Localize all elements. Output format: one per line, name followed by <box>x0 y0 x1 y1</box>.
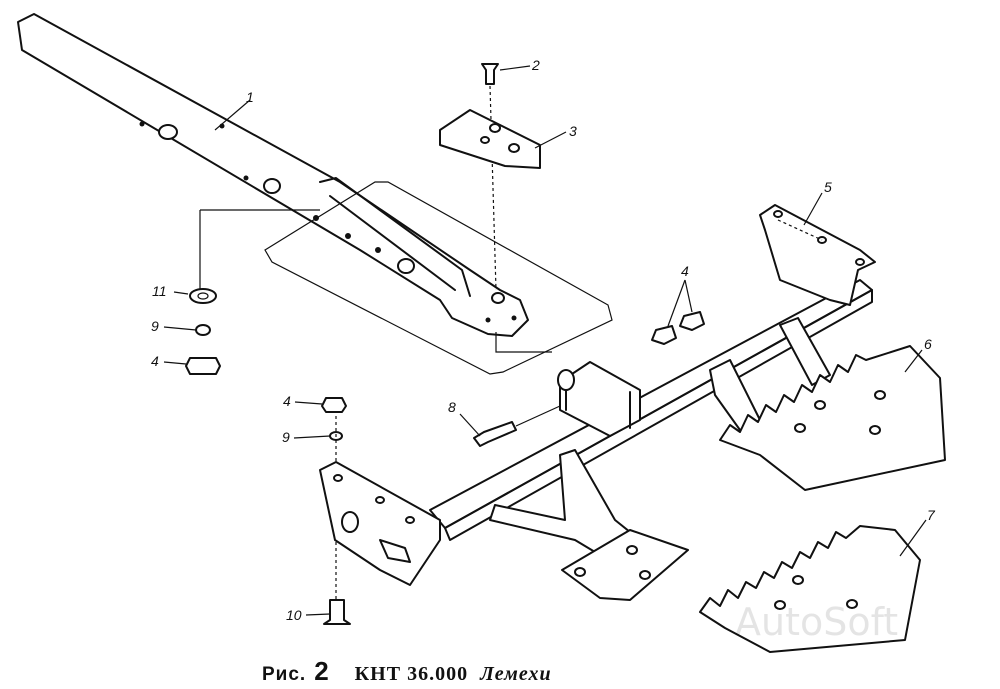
callout-8: 8 <box>448 399 456 415</box>
part-6-share <box>719 345 946 491</box>
callout-3: 3 <box>569 123 577 139</box>
caption-part-name: Лемехи <box>480 663 552 685</box>
part-8-bolt <box>473 405 561 447</box>
part-5-bracket <box>759 204 876 306</box>
part-2-bolt <box>481 63 499 291</box>
bottom-mount-plate <box>561 529 689 601</box>
callout-4-beam: 4 <box>681 263 689 279</box>
part-1-blade <box>17 13 529 337</box>
callout-4-left: 4 <box>151 353 159 369</box>
fastener-nuts-beam <box>651 311 705 345</box>
callout-4-mid: 4 <box>283 393 291 409</box>
left-end-bracket <box>319 461 441 586</box>
leader-lines <box>163 65 927 616</box>
callout-2: 2 <box>532 57 540 73</box>
callout-1: 1 <box>246 89 254 105</box>
caption-part-code: КНТ 36.000 <box>354 663 469 685</box>
callout-7: 7 <box>927 507 935 523</box>
callout-9-mid: 9 <box>282 429 290 445</box>
figure-caption: Рис. 2 КНТ 36.000 Лемехи <box>262 656 552 687</box>
callout-10: 10 <box>286 607 302 623</box>
watermark: AutoSoft <box>735 600 899 644</box>
fastener-stack-left <box>185 288 221 375</box>
caption-fig-number: 2 <box>314 656 329 686</box>
frame-beam <box>429 279 873 541</box>
caption-fig-label: Рис. <box>262 664 307 685</box>
callout-6: 6 <box>924 336 932 352</box>
part-7-share <box>699 525 921 653</box>
outline-connector <box>199 209 320 290</box>
part-3-plate <box>439 109 541 169</box>
callout-11: 11 <box>152 283 167 299</box>
callout-9-left: 9 <box>151 318 159 334</box>
blade-outline-plate <box>264 181 613 375</box>
support-arms <box>489 317 831 556</box>
callout-5: 5 <box>824 179 832 195</box>
